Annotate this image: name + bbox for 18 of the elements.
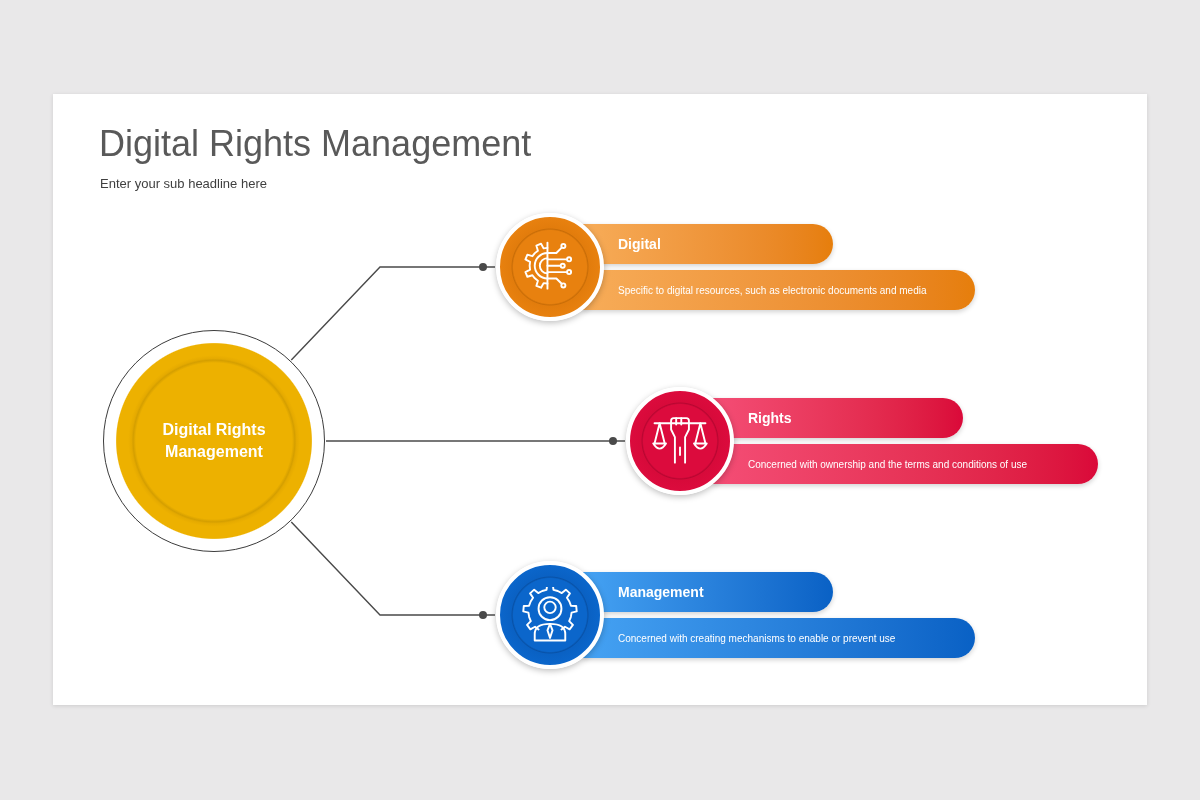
heading-text: Digital: [618, 234, 661, 254]
subtitle: Enter your sub headline here: [100, 176, 267, 192]
description-bar: [583, 618, 975, 658]
description-bar: [713, 444, 1098, 484]
heading-bar: [713, 398, 963, 438]
slide-title: Digital Rights Management: [99, 124, 532, 164]
connector-line: [290, 263, 496, 361]
connector-line: [325, 437, 626, 445]
heading-bar: [583, 224, 833, 264]
heading-text: Management: [618, 582, 704, 602]
heading-text: Rights: [748, 408, 792, 428]
description-text: Specific to digital resources, such as electronic documents and media: [618, 283, 927, 298]
heading-bar: [583, 572, 833, 612]
description-text: Concerned with ownership and the terms and conditions of use: [748, 457, 1028, 472]
description-text: Concerned with creating mechanisms to enable or prevent use: [618, 631, 896, 646]
hub-label: Digital Rights Management: [161, 420, 267, 462]
description-bar: [583, 270, 975, 310]
connector-line: [290, 521, 496, 619]
